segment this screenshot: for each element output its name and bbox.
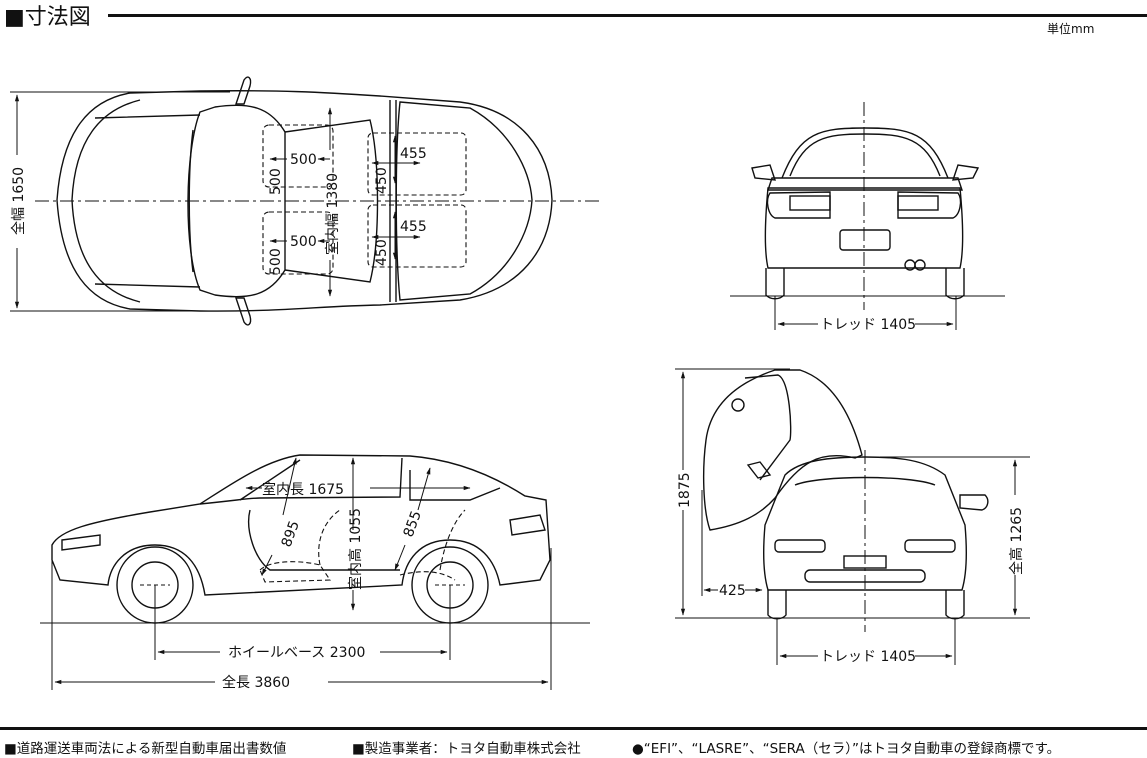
overall-height-label: 全高 1265 [1008, 507, 1025, 575]
overall-width-label: 全幅 1650 [10, 167, 27, 235]
door-open-height-label: 1875 [677, 472, 693, 508]
interior-height-label: 室内高 1055 [347, 508, 364, 590]
overall-length-label: 全長 3860 [222, 674, 290, 691]
unit-label: 単位mm [1047, 22, 1095, 36]
footer-rule [0, 727, 1147, 730]
rear-seat-depth-upper: 450 [374, 167, 390, 194]
side-view [40, 454, 590, 690]
front-seat-width-lower: 500 [290, 234, 317, 250]
rear-seat-depth-lower: 450 [374, 239, 390, 266]
interior-width-label: 室内幅 1380 [324, 173, 341, 255]
page-title: ■寸法図 [4, 5, 91, 30]
rear-seat-width-upper: 455 [400, 146, 427, 162]
front-headroom-label: 895 [279, 519, 303, 550]
rear-tread-label: トレッド 1405 [820, 317, 916, 333]
footer-note-manufacturer: ■製造事業者：トヨタ自動車株式会社 [352, 741, 581, 757]
footer-note-regulation: ■道路運送車両法による新型自動車届出書数値 [4, 741, 287, 757]
top-view [10, 76, 600, 326]
rear-seat-width-lower: 455 [400, 219, 427, 235]
front-seat-depth-upper: 500 [268, 168, 284, 195]
door-clearance-label: 425 [719, 583, 746, 599]
front-tread-label: トレッド 1405 [820, 649, 916, 665]
title-rule [108, 14, 1147, 17]
rear-headroom-label: 855 [401, 509, 425, 540]
footer-note-trademark: ●“EFI”、“LASRE”、“SERA（セラ）”はトヨタ自動車の登録商標です。 [632, 741, 1061, 757]
front-view [675, 368, 1030, 665]
front-seat-width-upper: 500 [290, 152, 317, 168]
wheelbase-label: ホイールベース 2300 [228, 645, 365, 661]
front-seat-depth-lower: 500 [268, 248, 284, 275]
interior-length-label: 室内長 1675 [262, 481, 344, 498]
rear-view [730, 102, 1005, 330]
